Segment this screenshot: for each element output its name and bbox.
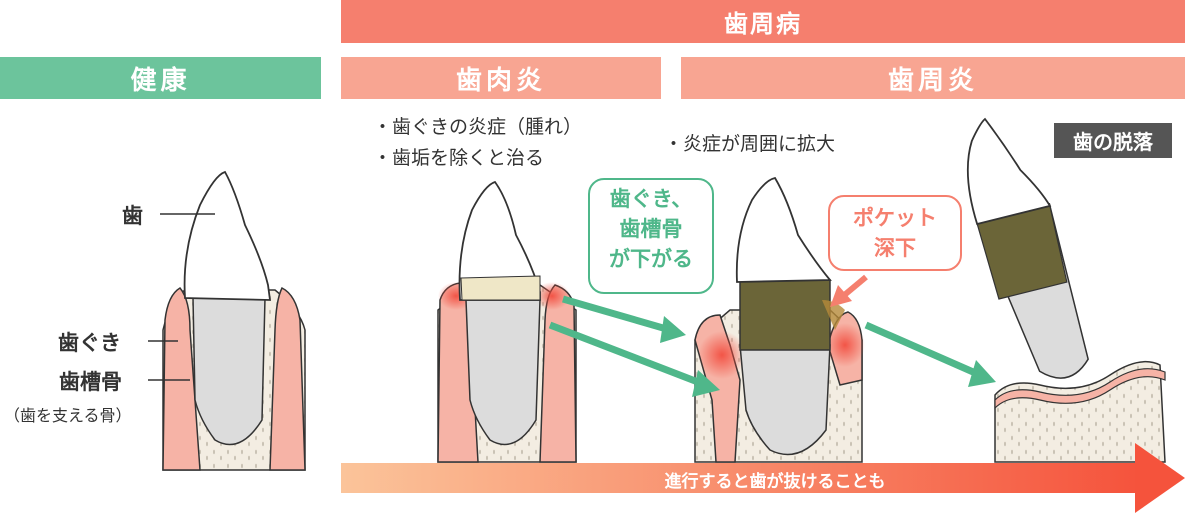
label-tooth: 歯 xyxy=(122,204,143,228)
periodontitis-note: ・炎症が周囲に拡大 xyxy=(664,133,836,155)
fallen-tooth xyxy=(966,117,1166,463)
recession-callout-line-2: 歯槽骨 xyxy=(619,217,683,241)
tooth-loss-badge: 歯の脱落 xyxy=(1054,123,1172,158)
healthy-tooth xyxy=(148,170,306,471)
pocket-arrow xyxy=(830,274,868,307)
label-gum: 歯ぐき xyxy=(58,331,121,355)
header-healthy: 健康 xyxy=(0,57,321,99)
pocket-callout: ポケット 深下 xyxy=(828,195,962,271)
header-periodontitis: 歯周炎 xyxy=(681,57,1185,99)
recession-callout-line-1: 歯ぐき、 xyxy=(609,187,693,211)
header-gingivitis: 歯肉炎 xyxy=(341,57,661,99)
progress-arrow-label: 進行すると歯が抜けることも xyxy=(664,472,886,492)
header-periodontal-disease: 歯周病 xyxy=(341,0,1185,43)
label-alveolar-bone-sub: （歯を支える骨） xyxy=(4,406,132,425)
recession-callout-line-3: が下がる xyxy=(609,247,693,271)
gingivitis-note-1: ・歯ぐきの炎症（腫れ） xyxy=(373,116,583,138)
label-alveolar-bone: 歯槽骨 xyxy=(59,370,122,394)
periodontitis-tooth xyxy=(694,176,865,463)
gingivitis-tooth xyxy=(437,180,577,463)
recession-callout: 歯ぐき、 歯槽骨 が下がる xyxy=(588,178,714,294)
recession-arrows xyxy=(548,295,996,397)
progress-arrow xyxy=(341,443,1185,513)
pocket-callout-line-2: 深下 xyxy=(874,236,916,260)
pocket-callout-line-1: ポケット xyxy=(853,206,937,230)
gingivitis-note-2: ・歯垢を除くと治る xyxy=(373,147,545,169)
